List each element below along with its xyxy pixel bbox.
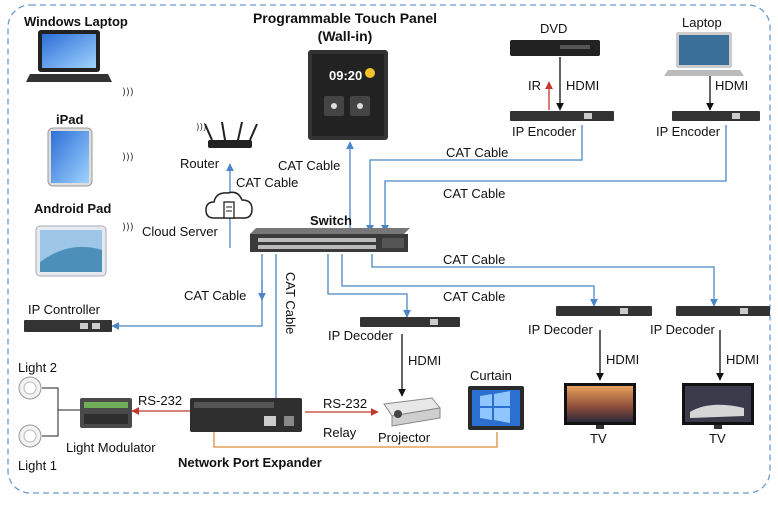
curtain-icon bbox=[468, 386, 524, 430]
label-cat-expander: CAT Cable bbox=[283, 272, 298, 335]
label-ir: IR bbox=[528, 78, 541, 93]
touch-panel-icon bbox=[308, 50, 388, 140]
outer-border bbox=[7, 4, 771, 494]
cat-line-switch-dec1 bbox=[327, 254, 411, 318]
label-ip-decoder-3: IP Decoder bbox=[650, 322, 715, 337]
label-light-modulator: Light Modulator bbox=[66, 440, 156, 455]
label-cat-panel: CAT Cable bbox=[278, 158, 341, 173]
title-line-1: Programmable Touch Panel bbox=[252, 10, 438, 26]
label-cloud-server: Cloud Server bbox=[142, 224, 218, 239]
light-wiring bbox=[42, 387, 80, 437]
tv-1-icon bbox=[564, 383, 636, 429]
switch-icon bbox=[250, 228, 410, 252]
title-line-2: (Wall-in) bbox=[317, 28, 373, 44]
cat-line-switch-dec3 bbox=[371, 254, 718, 307]
dvd-icon bbox=[510, 40, 600, 56]
ip-decoder-1-icon bbox=[360, 317, 460, 327]
panel-time: 09:20 bbox=[329, 68, 362, 83]
router-wifi-icon: ))) bbox=[196, 123, 207, 133]
cloud-server-icon bbox=[205, 191, 253, 219]
label-network-port-expander: Network Port Expander bbox=[178, 455, 322, 470]
label-hdmi-dec2: HDMI bbox=[606, 352, 640, 367]
label-cat-router: CAT Cable bbox=[236, 175, 299, 190]
cat-line-switch-dec2 bbox=[341, 254, 598, 307]
label-hdmi-dec1: HDMI bbox=[408, 353, 442, 368]
cat-line-enc1-switch bbox=[366, 125, 583, 233]
relay-line bbox=[213, 432, 498, 448]
label-curtain: Curtain bbox=[470, 368, 512, 383]
label-windows-laptop: Windows Laptop bbox=[24, 14, 128, 29]
cat-cable-lines bbox=[111, 125, 727, 421]
label-hdmi-dec3: HDMI bbox=[726, 352, 760, 367]
label-cat-dec2: CAT Cable bbox=[443, 252, 506, 267]
label-light-1: Light 1 bbox=[18, 458, 58, 473]
wifi-icon-1: ))) bbox=[122, 87, 134, 98]
ip-decoder-2-icon bbox=[556, 306, 652, 316]
label-projector: Projector bbox=[378, 430, 431, 445]
light-1-icon bbox=[18, 424, 42, 448]
light-modulator-icon bbox=[80, 398, 132, 428]
label-light-2: Light 2 bbox=[18, 360, 58, 375]
wifi-icon-2: ))) bbox=[122, 152, 134, 163]
ip-encoder-2-icon bbox=[672, 111, 760, 121]
ip-decoder-3-icon bbox=[676, 306, 770, 316]
label-ip-decoder-1: IP Decoder bbox=[328, 328, 393, 343]
label-cat-enc2: CAT Cable bbox=[443, 186, 506, 201]
hdmi-lines bbox=[398, 57, 724, 397]
cat-line-enc2-switch bbox=[381, 125, 727, 233]
windows-laptop-icon bbox=[26, 30, 112, 82]
label-cat-dec1: CAT Cable bbox=[443, 289, 506, 304]
label-rs232-projector: RS-232 bbox=[323, 396, 368, 411]
light-2-icon bbox=[18, 376, 42, 400]
label-tv-2: TV bbox=[709, 431, 726, 446]
label-switch: Switch bbox=[310, 213, 352, 228]
router-icon bbox=[204, 121, 258, 148]
label-ip-encoder-2: IP Encoder bbox=[656, 124, 721, 139]
label-cat-enc1: CAT Cable bbox=[446, 145, 509, 160]
label-tv-1: TV bbox=[590, 431, 607, 446]
cat-line-switch-controller bbox=[111, 254, 263, 330]
label-relay: Relay bbox=[323, 425, 357, 440]
laptop-icon bbox=[664, 32, 744, 76]
ip-controller-icon bbox=[24, 320, 112, 332]
tv-2-icon bbox=[682, 383, 754, 429]
label-rs232-light: RS-232 bbox=[138, 393, 183, 408]
label-ip-encoder-1: IP Encoder bbox=[512, 124, 577, 139]
label-router: Router bbox=[180, 156, 220, 171]
label-android-pad: Android Pad bbox=[34, 201, 112, 216]
label-hdmi-laptop: HDMI bbox=[715, 78, 749, 93]
label-dvd: DVD bbox=[540, 21, 568, 36]
network-port-expander-icon bbox=[190, 398, 302, 432]
ipad-icon bbox=[47, 127, 93, 187]
label-ip-decoder-2: IP Decoder bbox=[528, 322, 593, 337]
label-ipad: iPad bbox=[56, 112, 84, 127]
label-laptop: Laptop bbox=[682, 15, 722, 30]
android-pad-icon bbox=[35, 225, 107, 277]
label-hdmi-dvd: HDMI bbox=[566, 78, 600, 93]
label-ip-controller: IP Controller bbox=[28, 302, 101, 317]
label-cat-controller: CAT Cable bbox=[184, 288, 247, 303]
wifi-icon-3: ))) bbox=[122, 222, 134, 233]
projector-icon bbox=[383, 397, 441, 427]
ip-encoder-1-icon bbox=[510, 111, 614, 121]
